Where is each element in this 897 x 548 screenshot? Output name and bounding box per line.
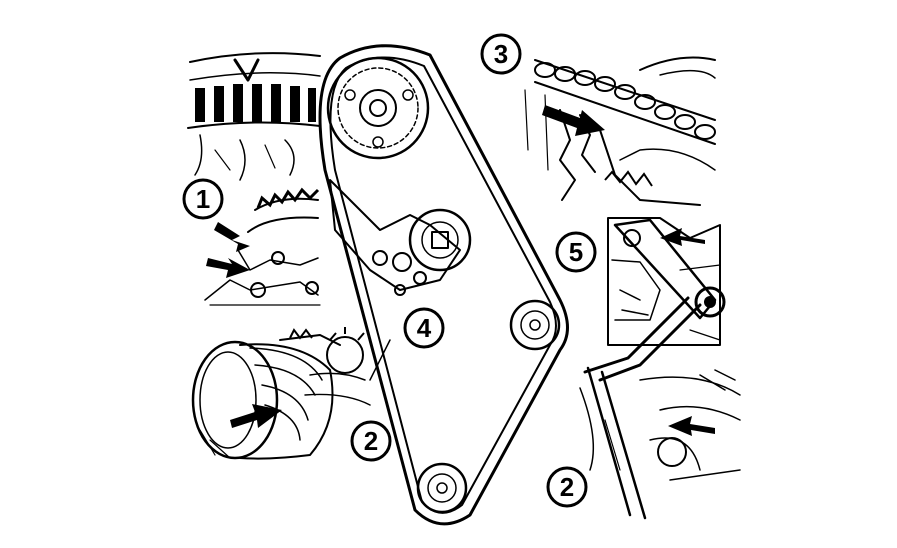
callout-label: 4 [417,313,432,343]
crank-sprocket [416,462,468,514]
panel-1-crank-sensor [187,52,321,306]
ring-gear-teeth [195,84,316,122]
arrow-pointer-icon [214,222,250,252]
callout-badge-4: 4 [403,307,445,349]
callout-label: 2 [364,426,378,456]
arrow-pointer-icon [660,228,705,246]
chain-links [534,59,716,145]
callout-label: 1 [196,184,210,214]
idler-sprocket [509,299,561,351]
panel-5-tensioner-tool [607,217,726,346]
timing-belt [318,44,569,526]
arrow-pointer-icon [206,258,250,278]
callout-badge-1: 1 [182,178,224,220]
arrow-pointer-icon [668,416,715,436]
callout-label: 2 [560,472,574,502]
callout-badge-5: 5 [555,231,597,273]
arrow-pointer-icon [542,105,605,136]
panel-2-crank-pulley [191,327,391,460]
arrow-pointer-icon [230,404,282,428]
callout-badge-3: 3 [480,33,522,75]
callout-badge-2-right: 2 [546,466,588,508]
callout-label: 5 [569,237,583,267]
panel-2-belt-alignment [579,296,741,520]
tensioner-pulley [408,208,472,272]
callout-badge-2: 2 [350,420,392,462]
panel-3-timing-chain [524,56,716,206]
camshaft-sprocket [326,56,430,160]
callout-label: 3 [494,39,508,69]
panel-4-timing-belt [318,44,569,526]
